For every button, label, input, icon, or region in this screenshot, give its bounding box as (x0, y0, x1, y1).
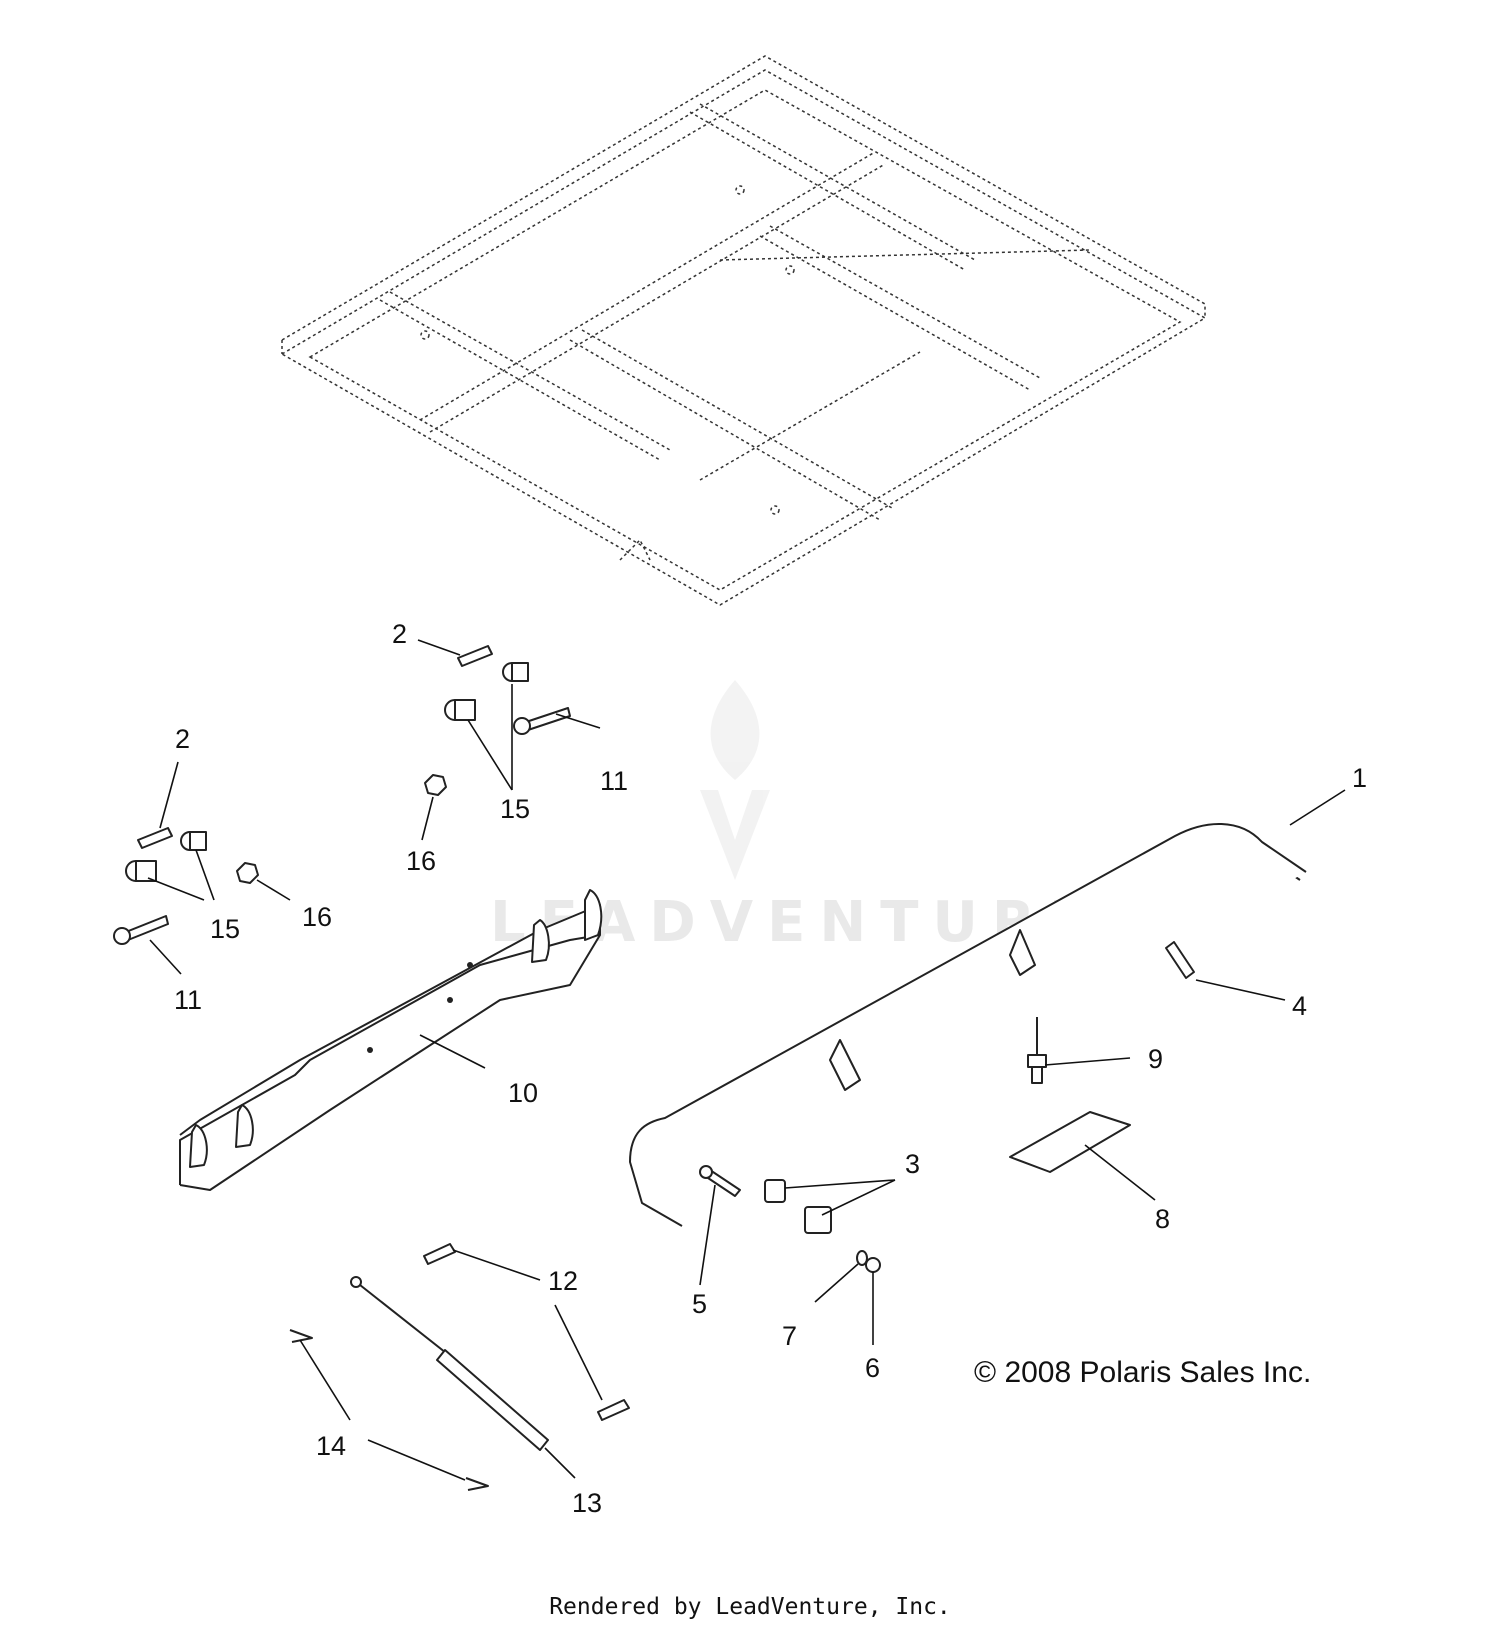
nut-parts (236, 774, 447, 884)
callout-13: 13 (572, 1488, 602, 1518)
callout-9: 9 (1148, 1044, 1163, 1074)
hair-pin-parts (289, 1329, 489, 1491)
spring-part (1165, 941, 1195, 979)
clip-parts (764, 1179, 832, 1234)
callout-1: 1 (1352, 763, 1367, 793)
plate-part (1009, 1111, 1131, 1173)
pin-part-upper (457, 645, 493, 667)
side-rail-part (179, 889, 603, 1191)
nut-part-6 (865, 1257, 881, 1273)
copyright-notice: © 2008 Polaris Sales Inc. (974, 1356, 1312, 1389)
callout-15-left: 15 (210, 914, 240, 944)
washer-part-7 (856, 1250, 868, 1266)
clevis-pin-parts (423, 1243, 630, 1421)
callout-3: 3 (905, 1149, 920, 1179)
bolt-parts (113, 707, 571, 945)
leader-lines (147, 639, 1346, 1481)
callout-6: 6 (865, 1353, 880, 1383)
render-credit: Rendered by LeadVenture, Inc. (549, 1594, 951, 1620)
callout-7: 7 (782, 1321, 797, 1351)
callout-11-upper: 11 (600, 766, 628, 796)
callout-12: 12 (548, 1266, 578, 1296)
callout-2-left: 2 (175, 724, 190, 754)
callout-5: 5 (692, 1289, 707, 1319)
bed-frame (280, 55, 1207, 606)
callout-15-upper: 15 (500, 794, 530, 824)
bolt-part-5 (699, 1165, 741, 1197)
gas-strut-part (350, 1276, 549, 1451)
callout-16-left: 16 (302, 902, 332, 932)
callout-2-upper: 2 (392, 619, 407, 649)
callout-labels: 1 2 2 3 4 5 6 7 8 9 10 11 11 12 13 14 15… (174, 619, 1367, 1518)
callout-11-left: 11 (174, 985, 202, 1015)
callout-10: 10 (508, 1078, 538, 1108)
callout-16-upper: 16 (406, 846, 436, 876)
callout-8: 8 (1155, 1204, 1170, 1234)
callout-4: 4 (1292, 991, 1307, 1021)
bushing-parts (125, 662, 529, 882)
pin-part-left (137, 827, 173, 849)
rivet-part (1027, 1017, 1047, 1084)
watermark-logo (700, 680, 770, 880)
callout-14: 14 (316, 1431, 346, 1461)
latch-bar-part (629, 822, 1307, 1227)
